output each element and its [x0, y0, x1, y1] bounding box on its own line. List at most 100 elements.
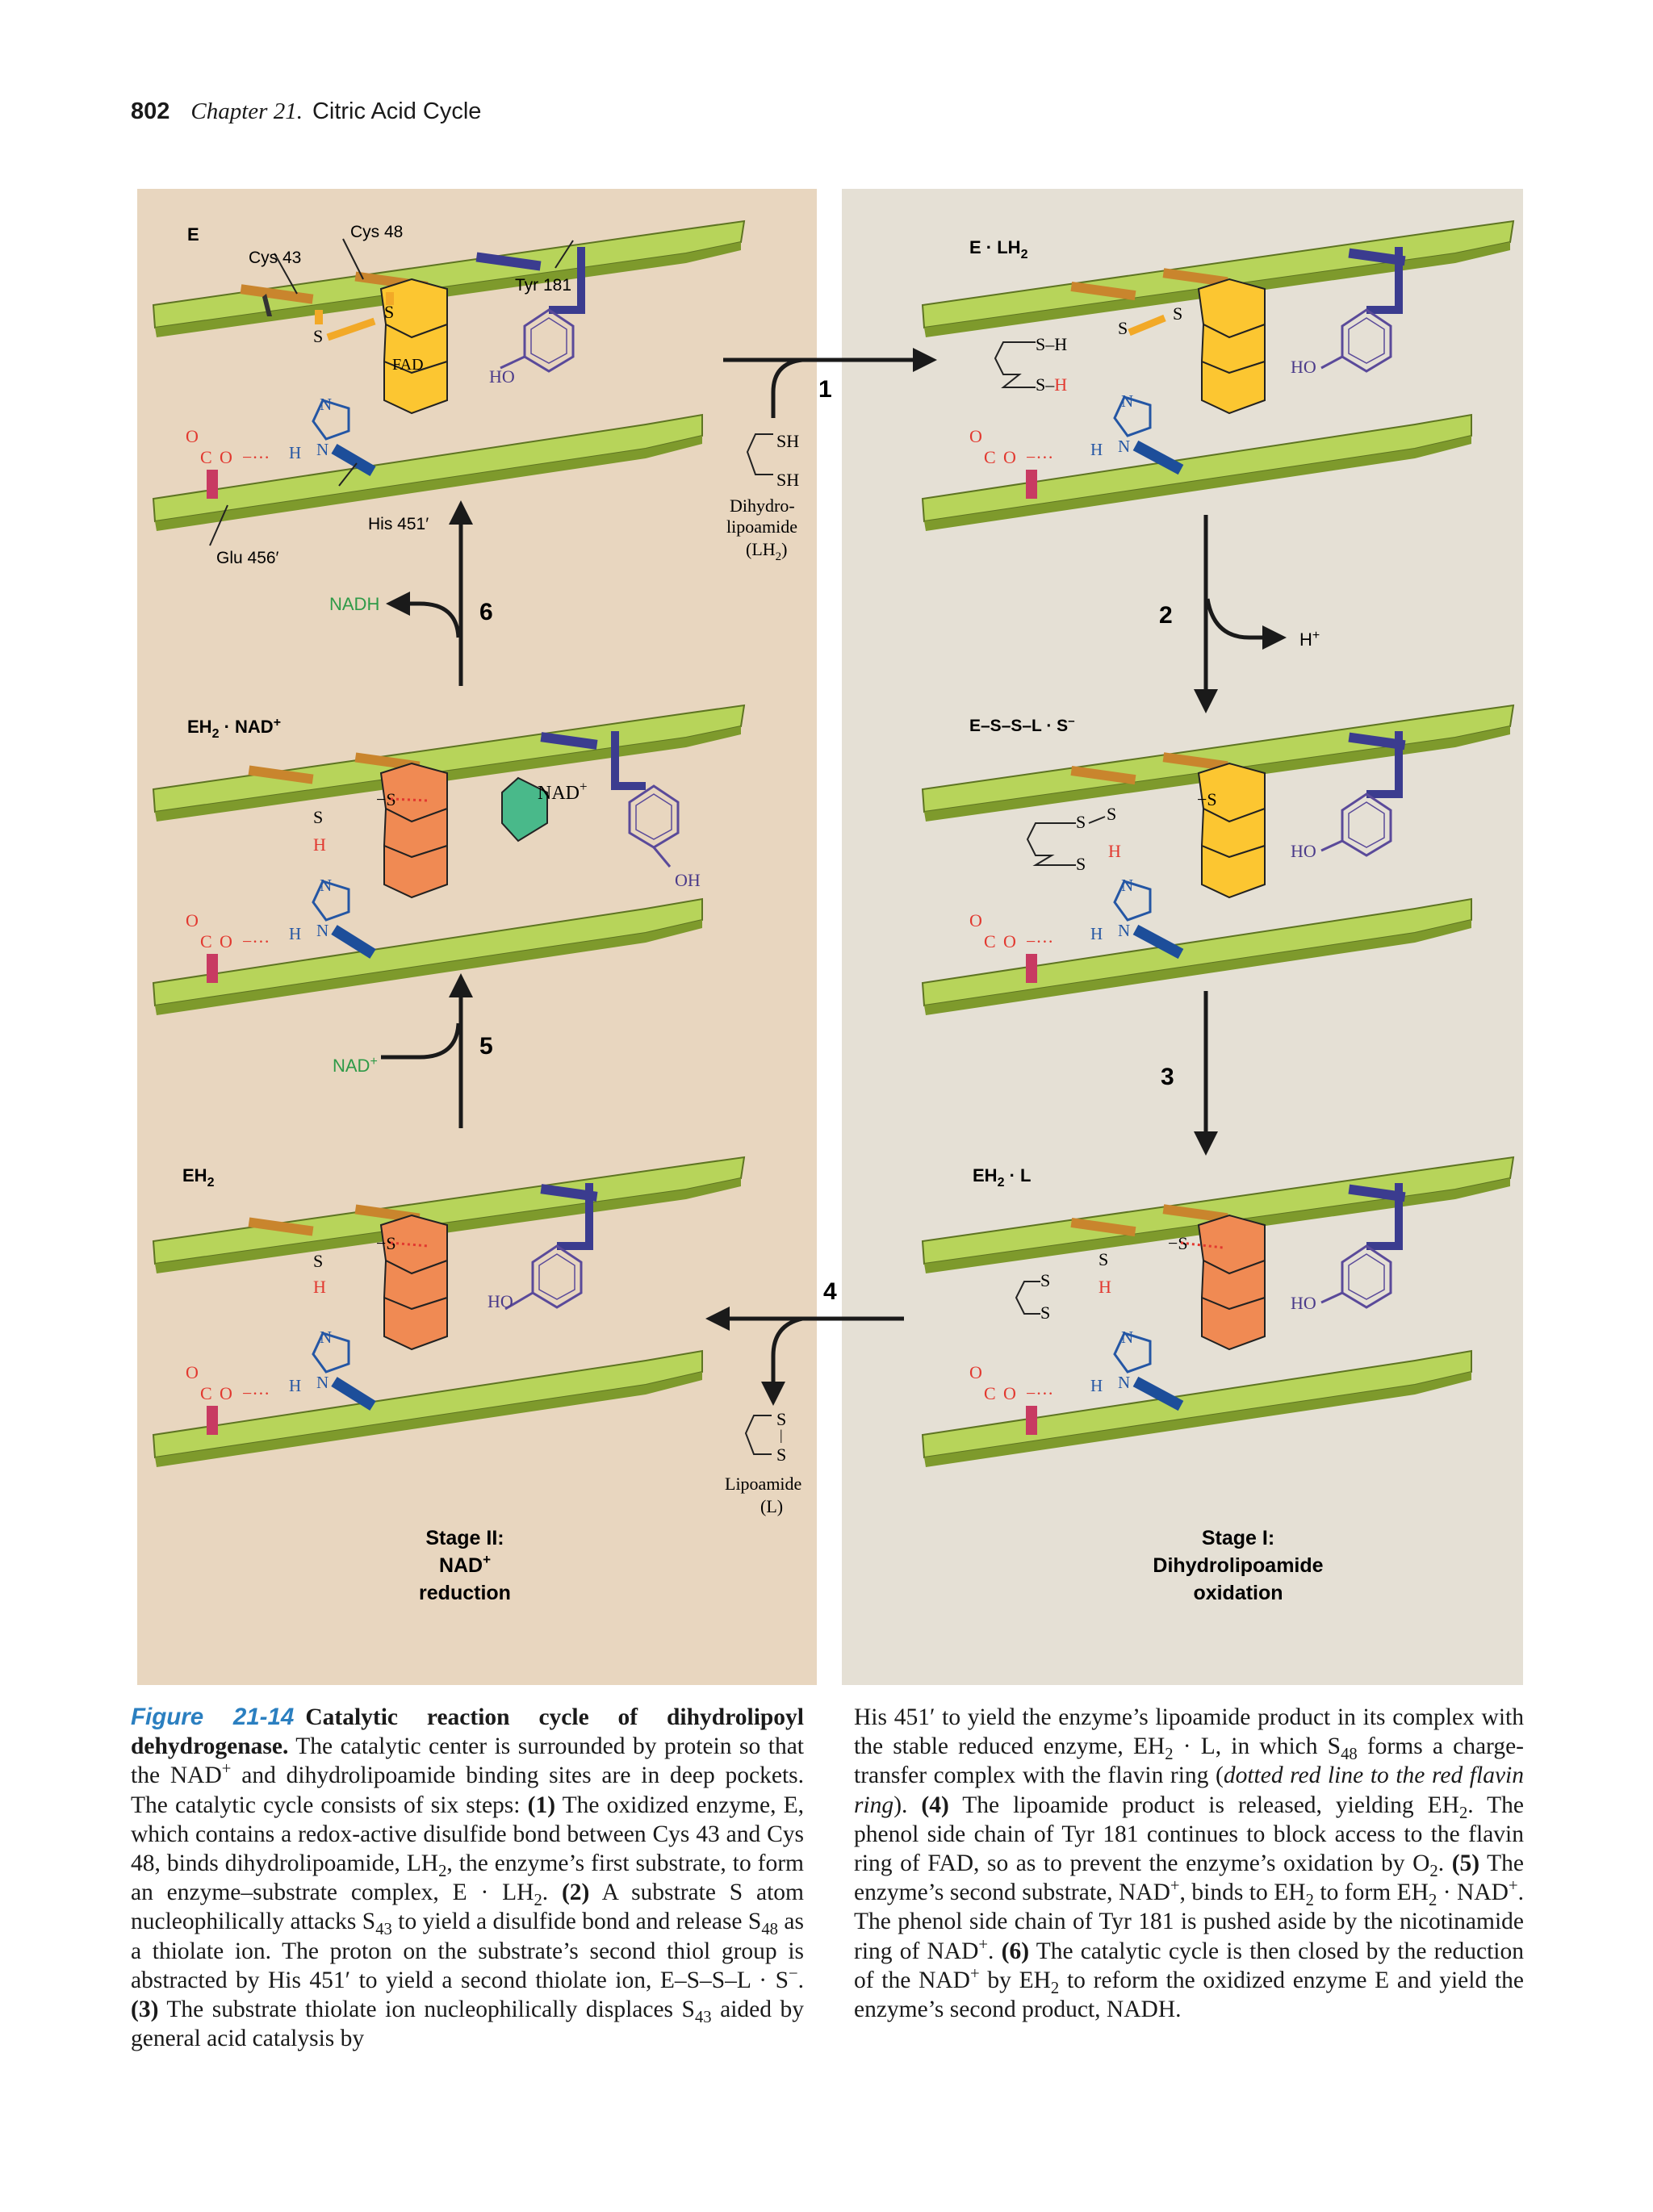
- n-bottom: N: [316, 440, 329, 459]
- s43-label: S: [313, 326, 323, 346]
- svg-text:oxidation: oxidation: [1193, 1582, 1283, 1604]
- svg-text:N: N: [1121, 1328, 1133, 1347]
- svg-text:reduction: reduction: [419, 1582, 511, 1604]
- svg-text:N: N: [320, 1328, 332, 1347]
- fad-label: FAD: [392, 356, 424, 374]
- step-2: 2 H+: [1159, 515, 1320, 713]
- h-plus-label: H+: [1299, 629, 1320, 650]
- svg-text:O: O: [1003, 1383, 1016, 1403]
- svg-text:|: |: [780, 1427, 783, 1443]
- state-e-s-s-l: E–S–S–L · S– HO S S S −S H N N H O C O −…: [921, 704, 1515, 1015]
- chapter-label: Chapter 21.: [190, 98, 303, 124]
- nad-in-label: NAD+: [333, 1055, 378, 1076]
- lipoamide-label: Lipoamide: [725, 1474, 801, 1494]
- step-3-number: 3: [1161, 1064, 1174, 1090]
- step-6: 6 NADH: [329, 500, 493, 686]
- svg-text:H: H: [313, 834, 326, 855]
- svg-text:C: C: [200, 1383, 212, 1403]
- nadh-out-label: NADH: [329, 594, 379, 614]
- his-h: H: [289, 443, 301, 462]
- chapter-title: Citric Acid Cycle: [312, 98, 482, 124]
- svg-text:−···: −···: [1026, 447, 1053, 467]
- glu-o-minus: O: [220, 447, 232, 467]
- state-eh2-l: EH2 · L HO S S S H −S N N H O C O −···: [921, 1156, 1515, 1467]
- svg-text:C: C: [984, 1383, 996, 1403]
- his-imidazole: [312, 399, 350, 441]
- svg-text:OH: OH: [675, 870, 701, 890]
- svg-text:N: N: [1118, 921, 1130, 940]
- svg-text:Dihydrolipoamide: Dihydrolipoamide: [1153, 1554, 1323, 1577]
- step-4: 4 S | S Lipoamide (L): [705, 1278, 904, 1516]
- svg-text:H: H: [1090, 440, 1103, 459]
- dihydro-label-2: lipoamide: [726, 516, 797, 537]
- svg-text:HO: HO: [1291, 841, 1316, 861]
- svg-text:O: O: [186, 1362, 199, 1382]
- svg-text:N: N: [1121, 876, 1133, 895]
- state-e-lh2: E · LH2 HO S–H S–H S S N N H O C O −···: [921, 220, 1515, 531]
- svg-text:O: O: [220, 931, 232, 951]
- upper-strand: [152, 220, 746, 329]
- n-top: N: [320, 395, 332, 414]
- state-e: E Cys 43 Cys 48 Tyr 181 HO FAD S S N N H: [152, 220, 746, 567]
- stage-i-label: Stage I: Dihydrolipoamide oxidation: [1153, 1527, 1323, 1604]
- step-1-number: 1: [818, 376, 832, 403]
- dihydro-label-1: Dihydro-: [730, 496, 795, 516]
- state-label: EH2 · NAD+: [187, 716, 281, 741]
- svg-text:N: N: [1121, 391, 1133, 411]
- svg-text:H: H: [1090, 924, 1103, 943]
- step-5-number: 5: [479, 1033, 493, 1060]
- svg-text:Stage I:: Stage I:: [1202, 1527, 1274, 1549]
- svg-text:NAD+: NAD+: [538, 779, 588, 804]
- svg-text:−···: −···: [242, 447, 270, 467]
- s48-label: S: [384, 302, 394, 322]
- svg-text:O: O: [1003, 931, 1016, 951]
- svg-text:NAD+: NAD+: [439, 1552, 491, 1577]
- svg-text:S–H: S–H: [1036, 374, 1067, 395]
- tyr181-label: Tyr 181: [515, 276, 571, 295]
- svg-text:−···: −···: [1026, 931, 1053, 951]
- cys43-label: Cys 43: [249, 249, 301, 267]
- svg-text:O: O: [969, 910, 982, 930]
- svg-text:S: S: [1118, 318, 1128, 338]
- lipoamide-abbrev: (L): [760, 1496, 783, 1516]
- svg-text:S: S: [1173, 303, 1182, 324]
- figure-label: Figure 21-14: [131, 1704, 295, 1730]
- svg-text:H: H: [1090, 1376, 1103, 1395]
- svg-text:O: O: [186, 910, 199, 930]
- svg-text:N: N: [1118, 1373, 1130, 1392]
- tyr-phenol-ring: [523, 308, 575, 373]
- state-label: E · LH2: [969, 237, 1028, 261]
- cys48-label: Cys 48: [350, 223, 403, 241]
- svg-text:N: N: [316, 1373, 329, 1392]
- lower-strand: [152, 413, 703, 523]
- svg-text:O: O: [969, 426, 982, 446]
- step-3: 3: [1161, 991, 1218, 1156]
- glu-c: C: [200, 447, 212, 467]
- svg-text:C: C: [200, 931, 212, 951]
- state-label: E: [187, 224, 199, 245]
- state-eh2: EH2 HO S H −S N N H O C O −···: [152, 1156, 746, 1467]
- svg-text:H: H: [1108, 841, 1121, 861]
- svg-text:S: S: [1040, 1270, 1050, 1290]
- glu-o-top: O: [186, 426, 199, 446]
- svg-text:C: C: [984, 931, 996, 951]
- lipo-s1: S: [776, 1409, 786, 1429]
- svg-text:H: H: [289, 1376, 301, 1395]
- svg-text:N: N: [316, 921, 329, 940]
- step-6-number: 6: [479, 599, 493, 625]
- svg-text:S: S: [1076, 812, 1086, 832]
- svg-text:S: S: [1040, 1303, 1050, 1323]
- svg-text:−···: −···: [242, 1383, 270, 1403]
- svg-text:−S: −S: [376, 1233, 396, 1253]
- dihydro-label-3: (LH2): [746, 539, 787, 563]
- glu456-label: Glu 456′: [216, 549, 279, 567]
- svg-text:C: C: [984, 447, 996, 467]
- step-2-number: 2: [1159, 602, 1173, 629]
- svg-text:−S: −S: [1168, 1233, 1188, 1253]
- his451-label: His 451′: [368, 515, 429, 533]
- dihydro-sh2: SH: [776, 470, 799, 490]
- figure-caption-right: His 451′ to yield the enzyme’s lipoamide…: [854, 1704, 1525, 2023]
- ho-label: HO: [489, 366, 515, 387]
